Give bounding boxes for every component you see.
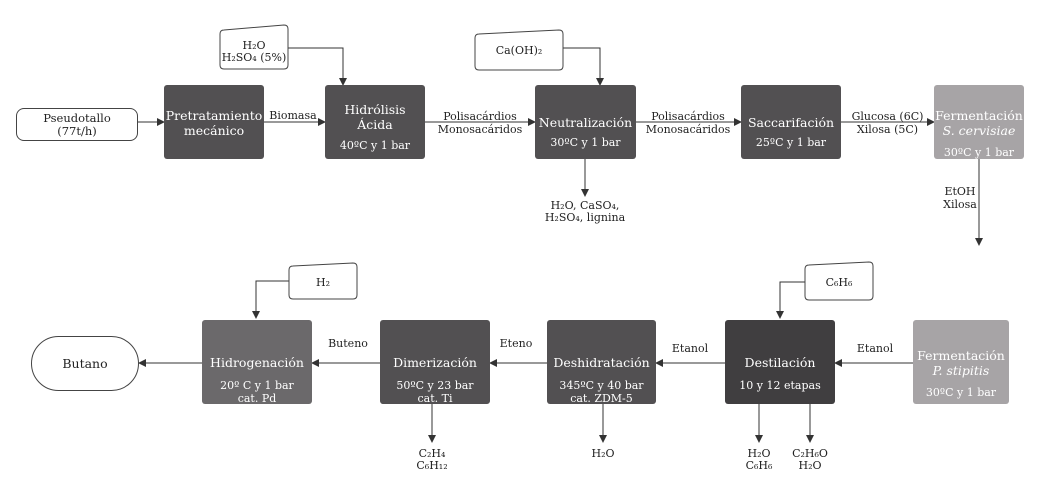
unit-fermentacion1-organism: S. cervisiae bbox=[942, 123, 1016, 138]
unit-neutralizacion-title: Neutralización bbox=[538, 115, 633, 130]
stream-polisac1-line1: Polisacárdios bbox=[443, 110, 517, 123]
unit-dimerizacion-cond2: cat. Ti bbox=[417, 392, 453, 405]
stream-eteno: Eteno bbox=[499, 337, 533, 350]
arrow-lime-input bbox=[562, 47, 604, 86]
unit-dimerizacion: Dimerización 50ºC y 23 bar cat. Ti bbox=[380, 320, 490, 405]
unit-fermentacion1-title: Fermentación bbox=[935, 108, 1023, 123]
input-hydrogen-shape bbox=[288, 262, 358, 300]
output-neutralizacion-line2: H₂SO₄, lignina bbox=[544, 211, 626, 224]
stream-glucosa-line2: Xilosa (5C) bbox=[856, 123, 919, 136]
output-destilacion-a: H₂O C₆H₆ bbox=[739, 448, 779, 472]
unit-pretratamiento: Pretratamiento mecánico bbox=[164, 85, 264, 159]
unit-fermentacion2-title: Fermentación bbox=[917, 348, 1005, 363]
output-dimerizacion: C₂H₄ C₆H₁₂ bbox=[410, 448, 454, 472]
stream-polisac2: Polisacárdios Monosacáridos bbox=[638, 110, 738, 136]
unit-deshidratacion: Deshidratación 345ºC y 40 bar cat. ZDM-5 bbox=[547, 320, 656, 405]
unit-neutralizacion-cond: 30ºC y 1 bar bbox=[550, 136, 621, 149]
stream-etoh-line2: Xilosa bbox=[943, 198, 977, 211]
unit-fermentacion2: Fermentación P. stipitis 30ºC y 1 bar bbox=[913, 320, 1009, 404]
stream-polisac1-line2: Monosacáridos bbox=[437, 123, 523, 136]
unit-hidrolisis-cond: 40ºC y 1 bar bbox=[339, 139, 411, 152]
unit-destilacion-cond: 10 y 12 etapas bbox=[739, 379, 821, 392]
unit-fermentacion2-cond: 30ºC y 1 bar bbox=[925, 386, 997, 399]
input-water-acid-shape bbox=[219, 24, 289, 70]
input-water-acid-line1: H₂O bbox=[242, 39, 266, 52]
output-destilacion-a-line2: C₆H₆ bbox=[745, 459, 773, 472]
unit-saccarificacion-title: Saccarifación bbox=[747, 115, 835, 130]
stream-buteno: Buteno bbox=[328, 337, 368, 350]
output-destilacion-b-line1: C₂H₆O bbox=[792, 447, 828, 460]
unit-fermentacion1-cond: 30ºC y 1 bar bbox=[943, 146, 1015, 159]
input-water-acid: H₂O H₂SO₄ (5%) bbox=[219, 40, 289, 64]
input-water-acid-line2: H₂SO₄ (5%) bbox=[221, 51, 287, 64]
input-pseudotallo-line2: (77t/h) bbox=[57, 124, 97, 138]
stream-polisac2-line2: Monosacáridos bbox=[645, 123, 731, 136]
output-destilacion-a-line1: H₂O bbox=[747, 447, 771, 460]
unit-saccarificacion-cond: 25ºC y 1 bar bbox=[755, 136, 827, 149]
output-neutralizacion-line1: H₂O, CaSO₄, bbox=[550, 199, 620, 212]
input-lime-shape bbox=[474, 29, 564, 71]
output-dimerizacion-line2: C₆H₁₂ bbox=[416, 459, 448, 472]
unit-fermentacion1: Fermentación S. cervisiae 30ºC y 1 bar bbox=[934, 85, 1024, 159]
unit-hidrolisis-title: Hidrólisis Ácida bbox=[344, 102, 406, 132]
unit-hidrogenacion-title: Hidrogenación bbox=[210, 355, 304, 370]
input-pseudotallo: Pseudotallo (77t/h) bbox=[16, 108, 138, 141]
input-hydrogen: H₂ bbox=[315, 276, 330, 289]
unit-destilacion-title: Destilación bbox=[744, 355, 816, 370]
input-pseudotallo-line1: Pseudotallo bbox=[43, 111, 111, 125]
unit-pretratamiento-title2: mecánico bbox=[183, 123, 245, 138]
stream-glucosa: Glucosa (6C) Xilosa (5C) bbox=[845, 110, 930, 136]
unit-destilacion: Destilación 10 y 12 etapas bbox=[725, 320, 835, 404]
unit-deshidratacion-cond2: cat. ZDM-5 bbox=[570, 392, 633, 405]
output-destilacion-b-line2: H₂O bbox=[798, 459, 822, 472]
unit-deshidratacion-cond1: 345ºC y 40 bar bbox=[559, 379, 644, 392]
input-benzene: C₆H₆ bbox=[825, 276, 853, 289]
unit-hidrolisis: Hidrólisis Ácida 40ºC y 1 bar bbox=[325, 85, 425, 159]
unit-neutralizacion: Neutralización 30ºC y 1 bar bbox=[535, 85, 636, 159]
unit-dimerizacion-cond1: 50ºC y 23 bar bbox=[396, 379, 474, 392]
input-lime: Ca(OH)₂ bbox=[495, 44, 543, 57]
arrow-hydrogen-input bbox=[252, 280, 290, 319]
unit-pretratamiento-title1: Pretratamiento bbox=[165, 108, 263, 123]
stream-polisac2-line1: Polisacárdios bbox=[651, 110, 725, 123]
stream-glucosa-line1: Glucosa (6C) bbox=[851, 110, 924, 123]
input-benzene-shape bbox=[804, 261, 874, 301]
unit-hidrogenacion-cond1: 20º C y 1 bar bbox=[220, 379, 294, 392]
stream-etanol2: Etanol bbox=[671, 342, 709, 355]
unit-fermentacion2-organism: P. stipitis bbox=[932, 363, 990, 378]
arrow-benzene-input bbox=[776, 281, 806, 319]
stream-etoh-line1: EtOH bbox=[944, 185, 976, 198]
stream-etanol1: Etanol bbox=[856, 342, 894, 355]
unit-saccarificacion: Saccarifación 25ºC y 1 bar bbox=[741, 85, 841, 159]
unit-deshidratacion-title: Deshidratación bbox=[553, 355, 650, 370]
output-neutralizacion: H₂O, CaSO₄, H₂SO₄, lignina bbox=[535, 200, 635, 224]
arrow-acid-input bbox=[287, 47, 347, 86]
stream-biomasa: Biomasa bbox=[269, 109, 317, 122]
stream-etoh: EtOH Xilosa bbox=[935, 185, 985, 211]
unit-hidrogenacion: Hidrogenación 20º C y 1 bar cat. Pd bbox=[202, 320, 312, 405]
output-dimerizacion-line1: C₂H₄ bbox=[418, 447, 446, 460]
product-butano: Butano bbox=[31, 336, 139, 391]
stream-polisac1: Polisacárdios Monosacáridos bbox=[430, 110, 530, 136]
output-destilacion-b: C₂H₆O H₂O bbox=[788, 448, 832, 472]
unit-hidrogenacion-cond2: cat. Pd bbox=[237, 392, 277, 405]
unit-dimerizacion-title: Dimerización bbox=[393, 355, 477, 370]
output-deshidratacion: H₂O bbox=[591, 447, 615, 460]
